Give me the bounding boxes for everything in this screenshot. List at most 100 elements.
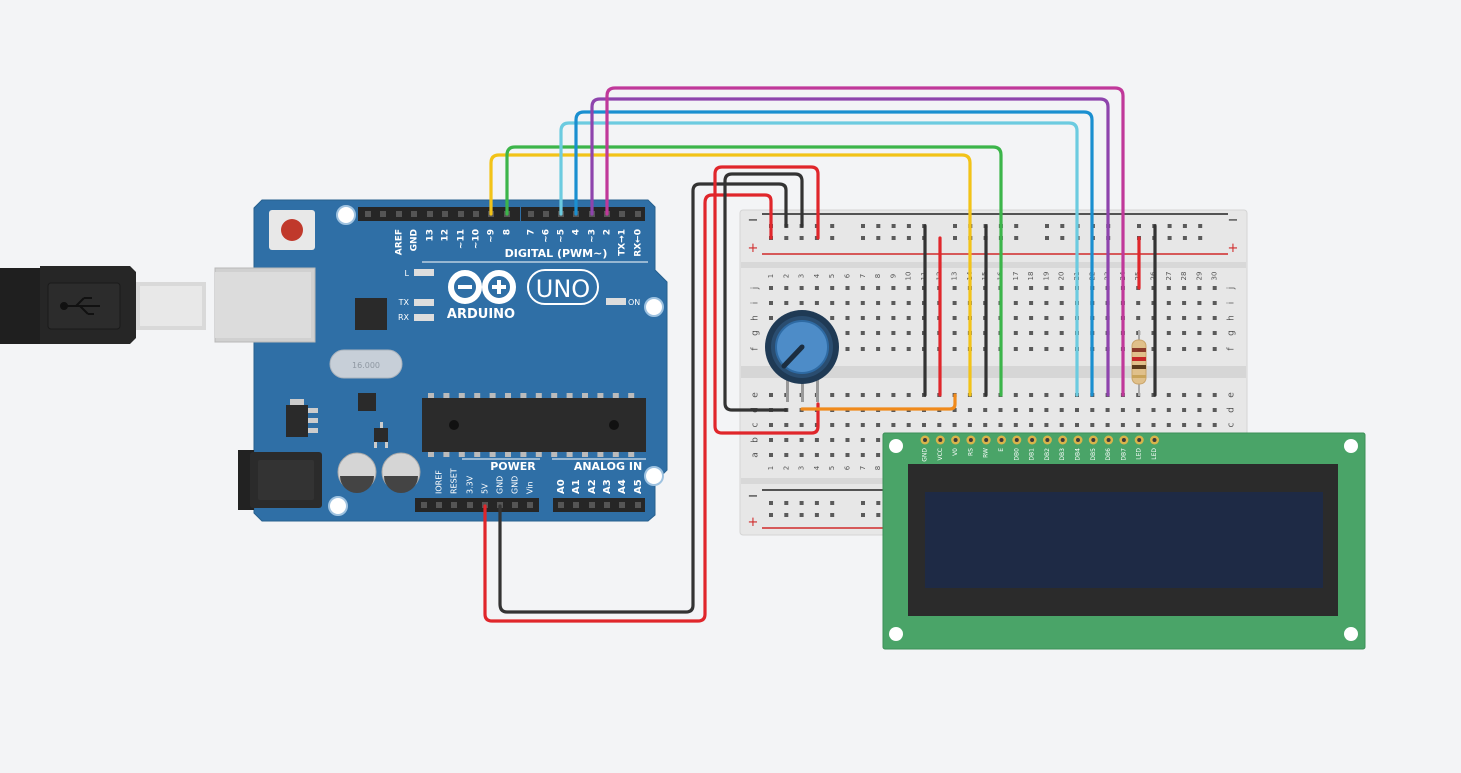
header-pin[interactable] [558,502,564,508]
reset-button[interactable] [269,210,315,250]
column-number: 27 [1165,272,1173,281]
header-pin[interactable] [589,502,595,508]
column-number: 8 [874,466,882,470]
header-pin[interactable] [436,502,442,508]
column-number: 1 [767,274,775,278]
column-number: 18 [1027,272,1035,281]
lcd-pin-label: DB0 [1013,448,1020,461]
digital-header-right [521,207,645,221]
wire-contrast [800,393,957,411]
digital-pin-label: TX→1 [618,229,628,256]
column-number: 29 [1195,272,1203,281]
crystal-oscillator: 16.000 [329,349,403,379]
rail-plus-label: + [1228,241,1239,256]
header-pin[interactable] [528,211,534,217]
digital-pin-label: ~6 [542,229,552,243]
wire-pin9-rs [489,153,972,397]
lcd-pin-label: V0 [952,448,959,456]
digital-pin-label: ~11 [457,229,467,249]
column-number: 1 [767,466,775,470]
wire-pot-gnd [723,172,804,412]
potentiometer[interactable] [765,310,839,402]
column-number: 9 [889,274,897,278]
wire-pin4-db5 [574,110,1094,397]
row-letter: c [751,422,761,427]
header-pin[interactable] [619,211,625,217]
analog-pin-label: A0 [556,479,567,494]
column-number: 4 [813,273,821,278]
power-pin-label: IOREF [435,470,444,494]
row-letter: f [751,347,761,351]
column-number: 30 [1211,272,1219,281]
header-pin[interactable] [421,502,427,508]
header-pin[interactable] [512,502,518,508]
lcd-pin-label: LED [1136,448,1143,460]
lcd-pin-label: DB7 [1120,448,1127,461]
digital-pin-label: AREF [395,229,405,255]
header-pin[interactable] [604,502,610,508]
digital-pin-label: 2 [603,229,613,235]
analog-pin-label: A2 [587,479,598,494]
column-number: 28 [1180,272,1188,281]
column-number: 6 [844,273,852,278]
usb-cable[interactable] [0,266,206,344]
header-pin[interactable] [411,211,417,217]
header-pin[interactable] [396,211,402,217]
capacitor [337,452,377,493]
rail-minus-label: − [748,213,759,228]
header-pin[interactable] [619,502,625,508]
lcd-pin-label: DB2 [1044,448,1051,461]
header-pin[interactable] [573,502,579,508]
mounting-hole [328,496,348,516]
header-pin[interactable] [543,211,549,217]
digital-pin-label: GND [410,229,420,251]
row-letter: h [1227,315,1237,321]
lcd-pin-label: RS [967,448,974,456]
row-letter: g [1227,330,1237,336]
column-number: 2 [782,466,790,470]
power-pin-label: GND [496,476,505,494]
row-letter: a [751,452,761,458]
digital-pin-label: RX←0 [634,229,644,257]
row-letter: h [751,315,761,321]
mounting-hole [644,466,664,486]
header-pin[interactable] [380,211,386,217]
digital-pwm-label: DIGITAL (PWM~) [505,247,608,260]
header-pin[interactable] [635,211,641,217]
column-number: 6 [844,465,852,470]
header-pin[interactable] [365,211,371,217]
header-pin[interactable] [442,211,448,217]
row-letter: g [751,330,761,336]
digital-pin-label: 8 [503,229,513,235]
capacitor [381,452,421,493]
mounting-hole [336,205,356,225]
header-pin[interactable] [473,211,479,217]
column-number: 13 [951,272,959,281]
header-pin[interactable] [635,502,641,508]
wire-5v [483,193,773,623]
status-leds: L TX RX ON [398,269,640,322]
header-pin[interactable] [527,502,533,508]
row-letter: e [1227,392,1237,398]
arduino-uno-board[interactable]: 16.000 ARDUINO UN [214,199,668,522]
row-letter: f [1227,347,1237,351]
header-pin[interactable] [458,211,464,217]
digital-pin-label: 4 [572,229,582,235]
row-letter: i [1227,302,1237,305]
digital-pin-label: ~9 [487,229,497,243]
power-label: POWER [490,460,536,473]
digital-pin-label: 12 [441,229,451,242]
mounting-hole [1344,439,1358,453]
column-number: 19 [1042,272,1050,281]
header-pin[interactable] [467,502,473,508]
wire-pin2-db7 [605,86,1125,397]
wire-pot-vcc [713,165,820,435]
resistor[interactable] [1131,330,1147,396]
lcd-pin-label: DB3 [1059,448,1066,461]
header-pin[interactable] [451,502,457,508]
analog-pin-label: A4 [617,479,628,494]
lcd-pin-label: VCC [937,448,944,460]
header-pin[interactable] [427,211,433,217]
